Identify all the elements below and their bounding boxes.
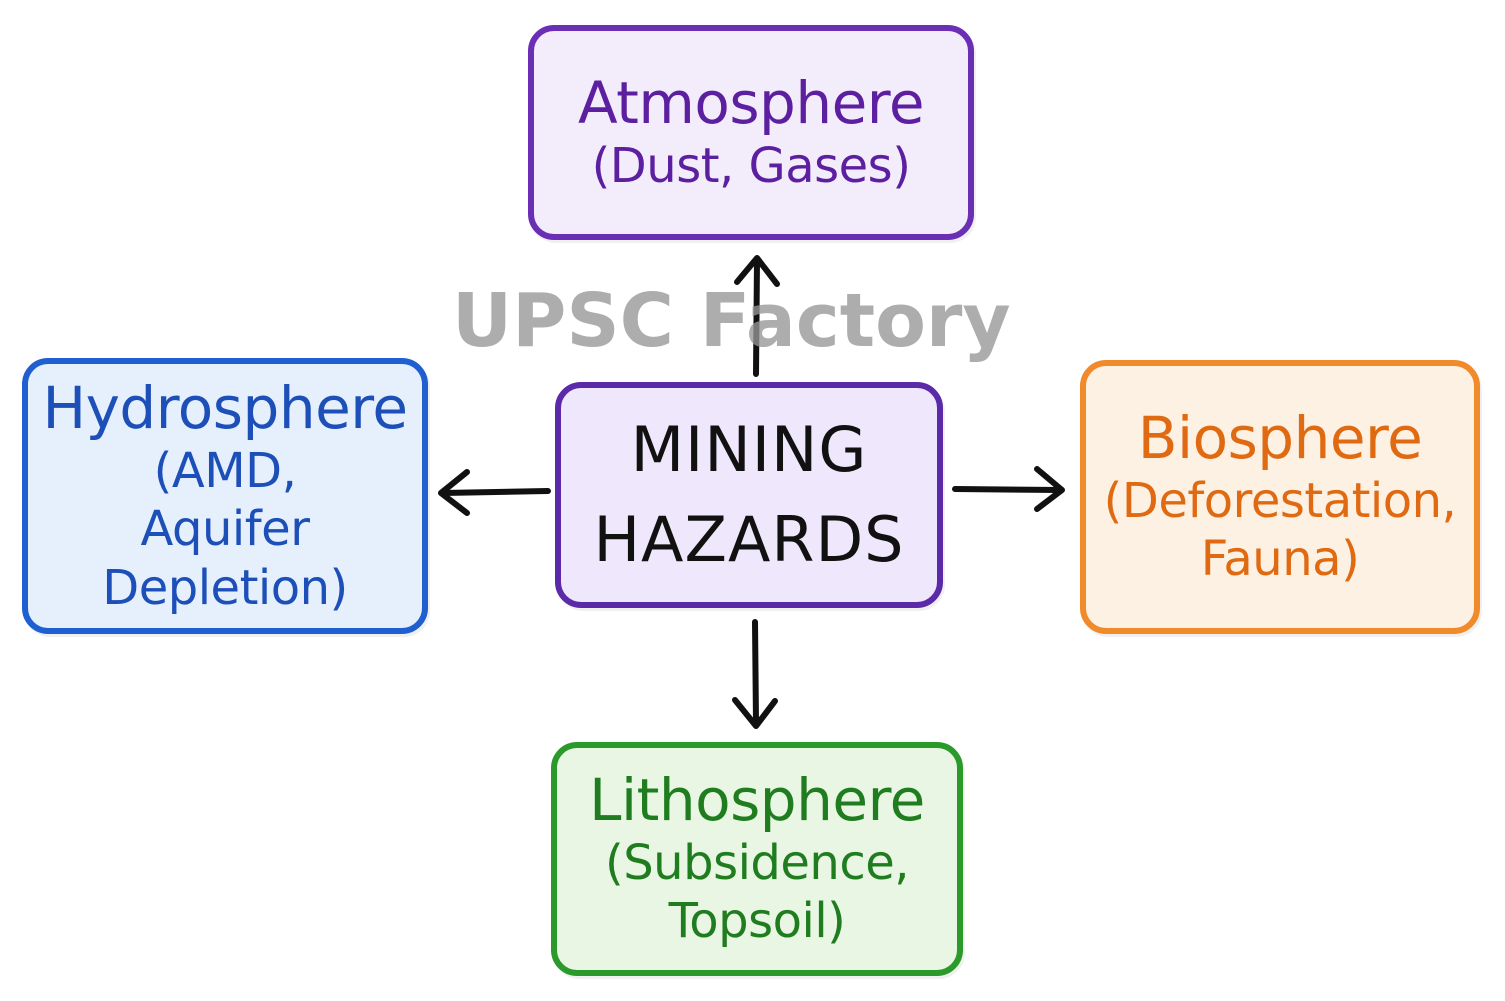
lithosphere-detail-line: (Subsidence, — [604, 834, 910, 891]
arrowhead-lithosphere — [732, 697, 778, 729]
arrowhead-biosphere — [1034, 466, 1065, 512]
hydrosphere-detail-line: Aquifer Depletion) — [102, 501, 348, 616]
center-title-line: MINING — [630, 413, 868, 487]
atmosphere-title: Atmosphere — [577, 68, 925, 137]
atmosphere-node: Atmosphere (Dust, Gases) — [528, 25, 974, 240]
mining-hazards-center-node: MINING HAZARDS — [555, 382, 943, 608]
lithosphere-detail-line: Topsoil) — [668, 893, 846, 950]
lithosphere-title: Lithosphere — [589, 766, 925, 835]
biosphere-node: Biosphere (Deforestation, Fauna) — [1080, 360, 1480, 634]
center-title-line: HAZARDS — [593, 503, 905, 576]
biosphere-title: Biosphere — [1137, 404, 1423, 473]
arrow-to-biosphere — [952, 486, 1063, 493]
lithosphere-node: Lithosphere (Subsidence, Topsoil) — [551, 742, 963, 976]
atmosphere-detail-line: (Dust, Gases) — [591, 137, 911, 194]
arrowhead-atmosphere — [734, 255, 780, 287]
arrow-to-atmosphere — [753, 257, 760, 377]
biosphere-detail-line: (Deforestation, — [1103, 472, 1457, 529]
biosphere-detail-line: Fauna) — [1200, 531, 1360, 588]
hydrosphere-detail-line: (AMD, — [153, 442, 297, 499]
arrow-to-hydrosphere — [440, 488, 551, 496]
hydrosphere-title: Hydrosphere — [42, 373, 408, 442]
arrow-to-lithosphere — [752, 619, 759, 725]
arrowhead-hydrosphere — [438, 469, 470, 516]
hydrosphere-node: Hydrosphere (AMD, Aquifer Depletion) — [22, 358, 428, 634]
